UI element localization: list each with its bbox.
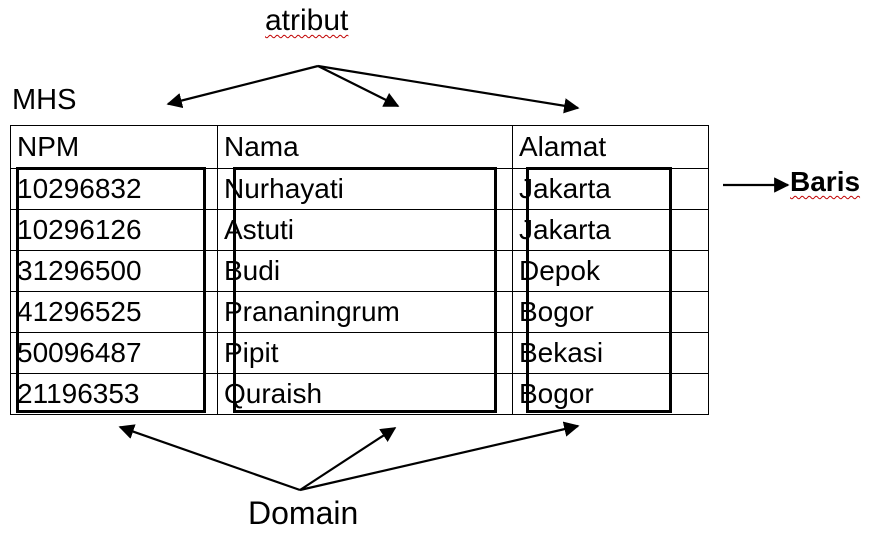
table-row: 21196353 Quraish Bogor	[10, 373, 709, 415]
cell-alamat: Bekasi	[512, 332, 709, 374]
domain-label: Domain	[248, 495, 359, 531]
cell-alamat: Bogor	[512, 373, 709, 415]
cell-npm: 10296832	[10, 168, 218, 210]
header-alamat: Alamat	[512, 125, 709, 169]
cell-alamat: Jakarta	[512, 209, 709, 251]
table-row: 41296525 Prananingrum Bogor	[10, 291, 709, 333]
cell-nama: Budi	[217, 250, 513, 292]
cell-npm: 50096487	[10, 332, 218, 374]
cell-npm: 21196353	[10, 373, 218, 415]
atribut-arrow-alamat	[317, 64, 580, 114]
cell-nama: Quraish	[217, 373, 513, 415]
domain-arrow-alamat	[299, 421, 580, 492]
atribut-arrow-nama	[317, 65, 400, 107]
table-row: 10296126 Astuti Jakarta	[10, 209, 709, 251]
table-name-label: MHS	[12, 84, 77, 116]
cell-npm: 41296525	[10, 291, 218, 333]
table-row: 50096487 Pipit Bekasi	[10, 332, 709, 374]
baris-label: Baris	[790, 166, 861, 197]
table-row: 10296832 Nurhayati Jakarta	[10, 168, 709, 210]
domain-arrow-nama	[299, 427, 397, 491]
cell-npm: 10296126	[10, 209, 218, 251]
domain-arrow-npm	[118, 424, 301, 492]
cell-npm: 31296500	[10, 250, 218, 292]
mhs-table: NPM Nama Alamat 10296832 Nurhayati Jakar…	[10, 125, 709, 415]
header-row: NPM Nama Alamat	[10, 125, 709, 169]
atribut-arrow-mhs	[166, 64, 319, 109]
atribut-label: atribut	[265, 4, 349, 37]
cell-alamat: Bogor	[512, 291, 709, 333]
cell-nama: Nurhayati	[217, 168, 513, 210]
table-row: 31296500 Budi Depok	[10, 250, 709, 292]
